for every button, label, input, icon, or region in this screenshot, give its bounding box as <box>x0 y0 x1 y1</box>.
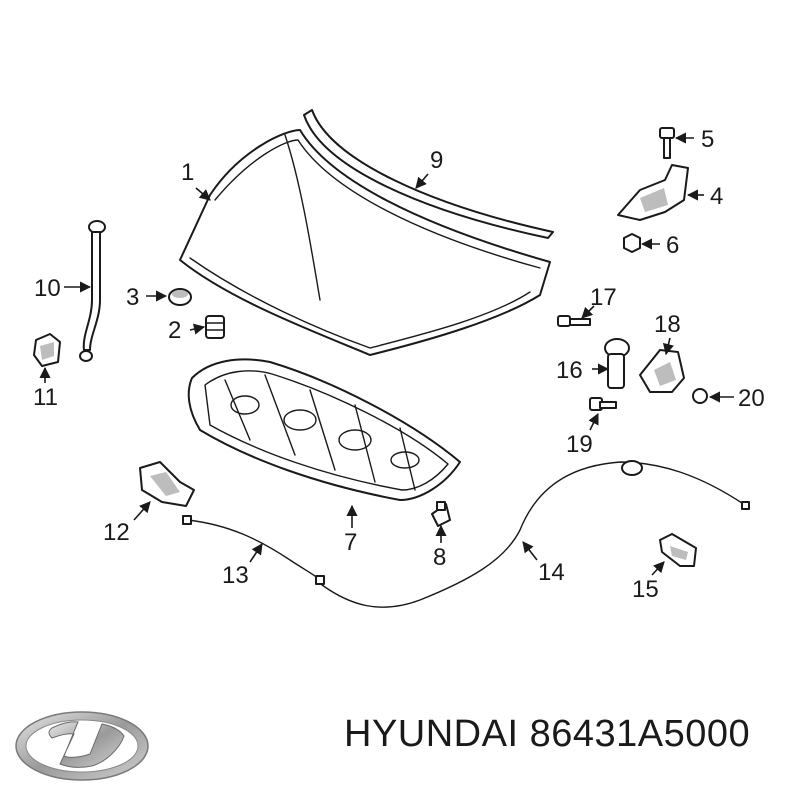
hinge-bolt <box>659 127 675 159</box>
release-handle <box>139 461 195 507</box>
striker-bolt <box>557 315 591 327</box>
callout-2: 2 <box>168 317 181 344</box>
hyundai-logo-icon <box>15 711 149 781</box>
rod-clip <box>33 333 61 367</box>
callout-1: 1 <box>181 159 194 186</box>
callout-16: 16 <box>556 357 583 384</box>
callout-7: 7 <box>344 529 357 556</box>
callout-8: 8 <box>433 544 446 571</box>
hood-panel <box>179 129 551 356</box>
callout-3: 3 <box>126 284 139 311</box>
callout-9: 9 <box>430 147 443 174</box>
hood-latch <box>639 349 685 393</box>
callout-12: 12 <box>103 519 130 546</box>
callout-11: 11 <box>33 384 58 411</box>
leader-lines <box>39 132 734 576</box>
callout-19: 19 <box>566 431 593 458</box>
callout-18: 18 <box>654 311 681 338</box>
part-caption: HYUNDAI 86431A5000 <box>344 713 750 756</box>
latch-bolt <box>589 397 617 411</box>
callout-5: 5 <box>701 126 714 153</box>
callout-13: 13 <box>222 562 249 589</box>
callout-4: 4 <box>710 183 723 210</box>
callout-10: 10 <box>34 275 61 302</box>
main-release-cable <box>321 460 750 608</box>
callout-15: 15 <box>632 576 659 603</box>
callout-14: 14 <box>538 559 565 586</box>
hood-striker <box>604 338 630 389</box>
callout-20: 20 <box>738 385 765 412</box>
hinge-nut <box>623 233 641 253</box>
callout-6: 6 <box>666 232 679 259</box>
hood-hinge <box>617 164 689 221</box>
brand-name: HYUNDAI <box>344 713 519 755</box>
hood-support-rod <box>79 220 106 362</box>
hood-bumper <box>168 288 192 306</box>
callout-17: 17 <box>590 284 617 311</box>
latch-nut <box>692 388 708 404</box>
part-number: 86431A5000 <box>529 713 751 755</box>
front-release-cable <box>182 515 325 585</box>
callout-labels: 1 2 3 4 5 6 7 8 9 10 11 12 13 14 15 16 1… <box>33 126 765 603</box>
hood-stopper <box>205 315 225 339</box>
cable-bracket <box>659 533 697 567</box>
hood-insulator <box>187 358 461 501</box>
hood-weatherstrip <box>303 109 554 239</box>
insulator-clip <box>431 501 451 527</box>
